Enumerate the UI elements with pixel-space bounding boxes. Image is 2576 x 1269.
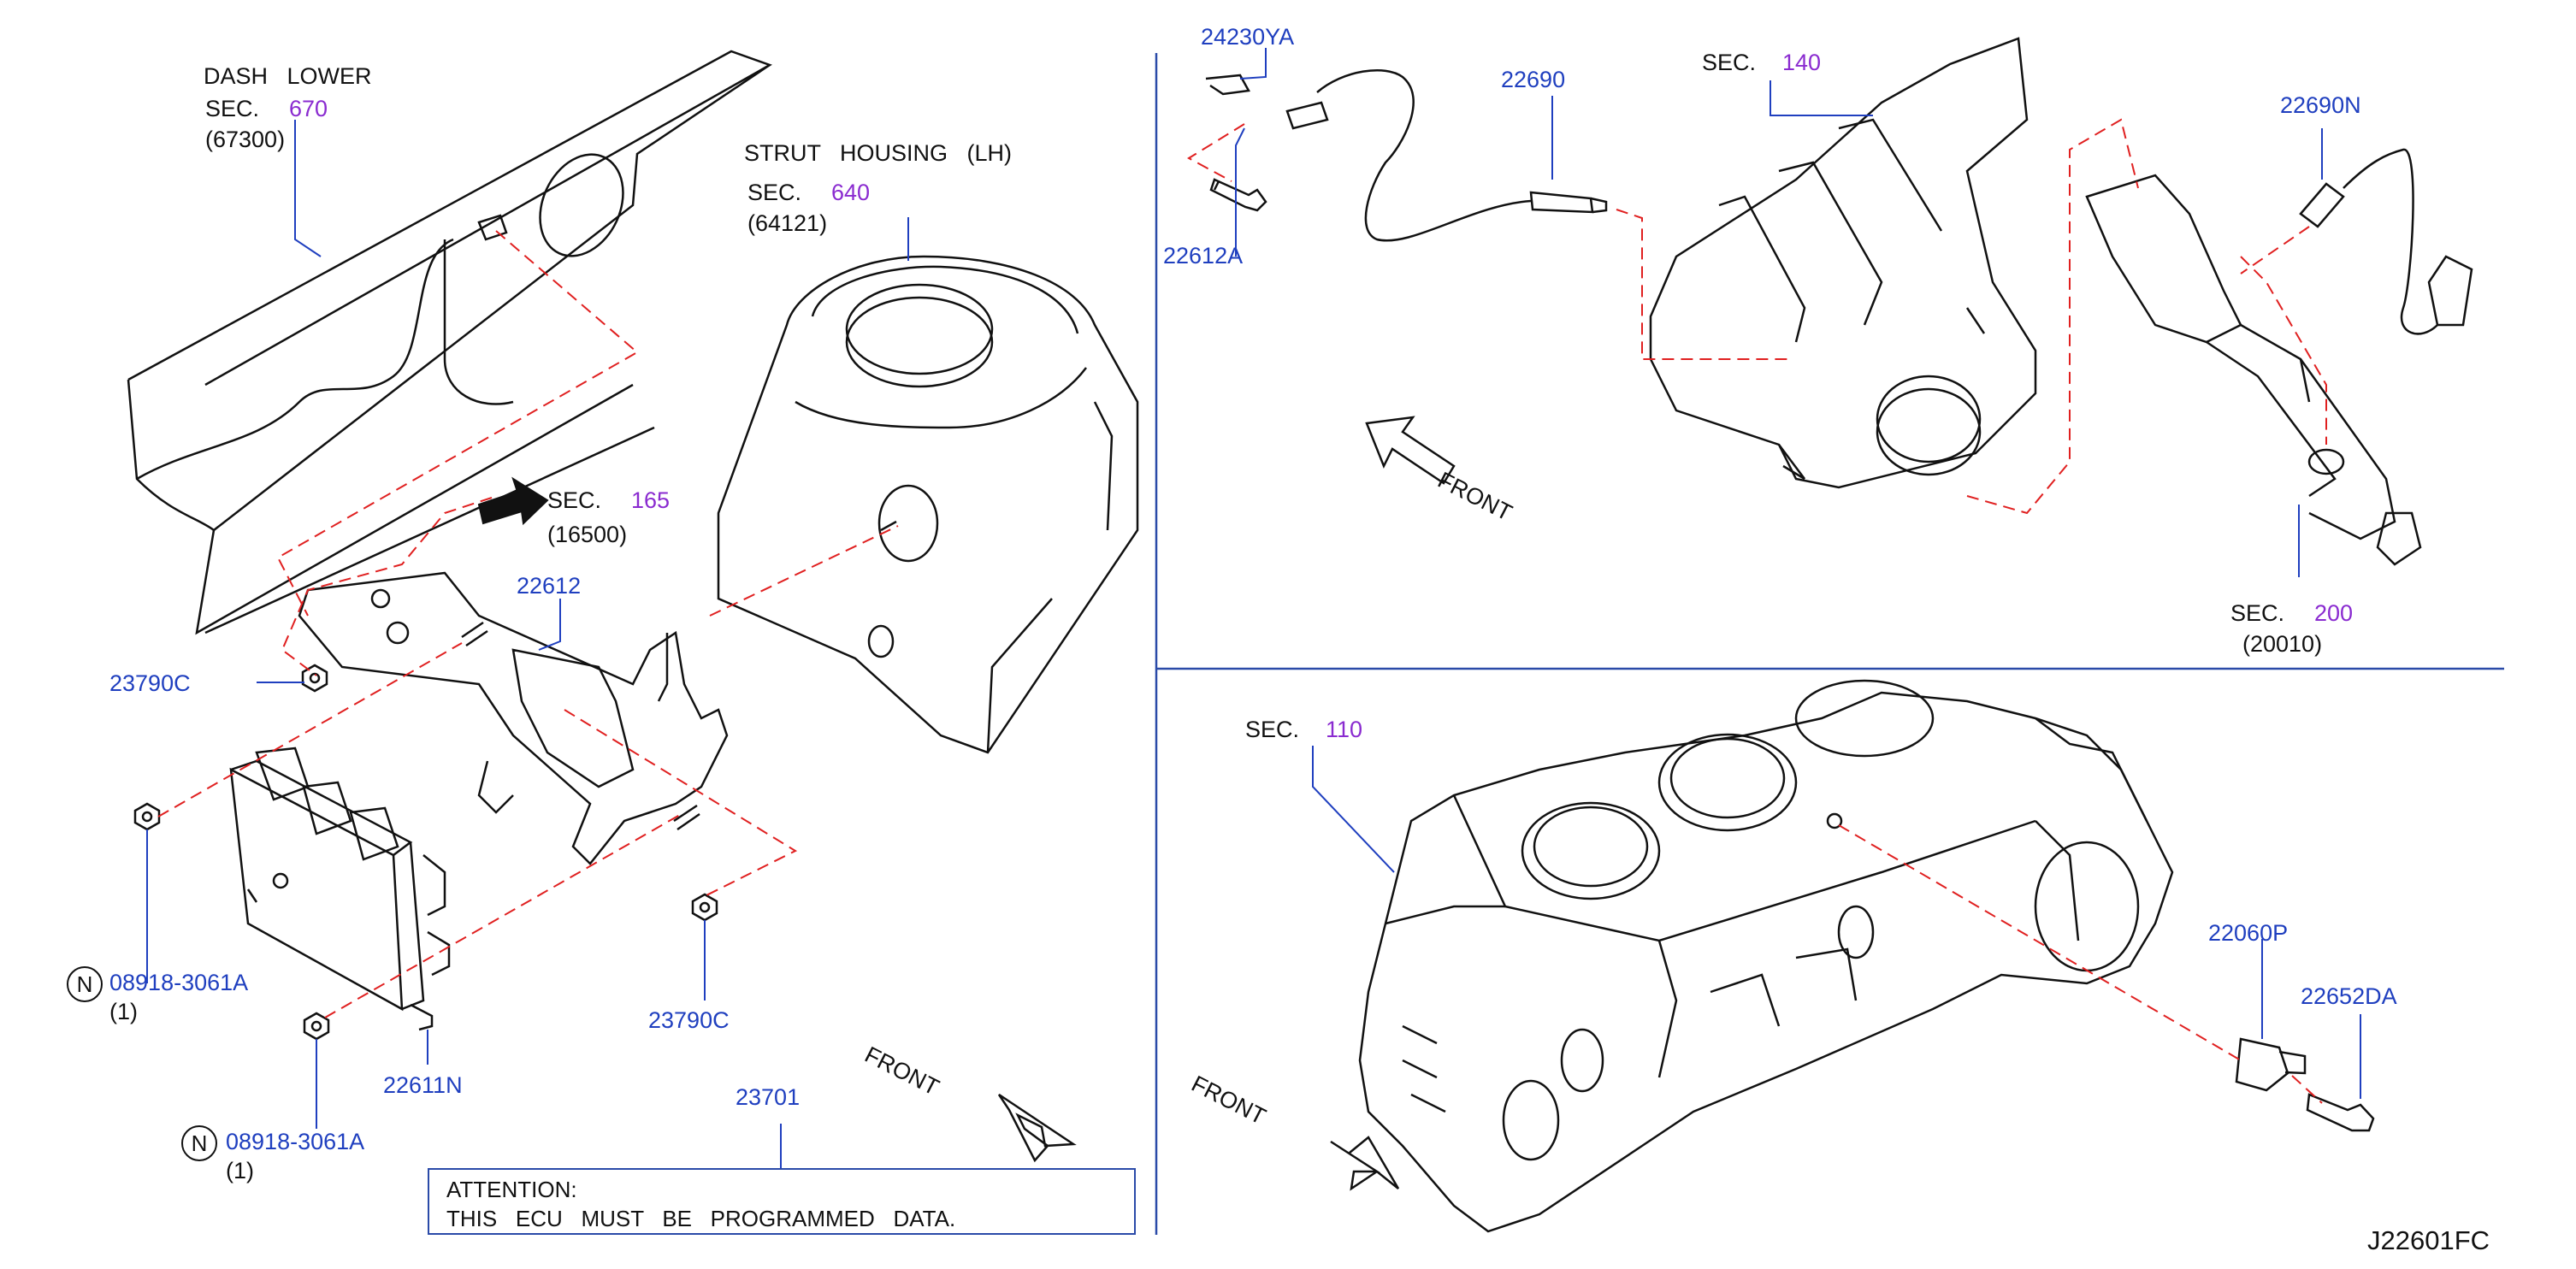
strut-housing — [717, 255, 1139, 754]
nuts-left — [133, 664, 718, 1041]
part-22611n[interactable]: 22611N — [383, 1072, 463, 1098]
catalytic-converter — [2085, 174, 2422, 566]
part-23790c-left[interactable]: 23790C — [109, 670, 191, 696]
strut-housing-title: STRUT HOUSING (LH) — [744, 140, 1013, 166]
front-arrow-2 — [1365, 416, 1456, 485]
ecu-unit — [229, 747, 451, 1031]
oxygen-sensor-22690 — [1205, 68, 1608, 242]
sec140-label: SEC. — [1702, 50, 1757, 75]
leaders-top-right — [1235, 48, 2323, 577]
strut-sec-link[interactable]: 640 — [831, 180, 871, 205]
part-22612a[interactable]: 22612A — [1163, 243, 1244, 269]
bolt-22612A — [1209, 178, 1267, 212]
qty-08918-upper: (1) — [109, 999, 138, 1024]
sec165-label: SEC. — [547, 487, 602, 513]
panel-dividers — [1155, 53, 2504, 1235]
dash-lower-sec: SEC. — [205, 96, 260, 121]
qty-08918-lower: (1) — [226, 1158, 254, 1183]
part-22690n[interactable]: 22690N — [2280, 92, 2361, 118]
part-08918-3061a-lower[interactable]: 08918-3061A — [226, 1129, 365, 1154]
attention-title: ATTENTION: — [446, 1177, 577, 1202]
part-24230ya[interactable]: 24230YA — [1201, 24, 1295, 50]
part-23790c-right[interactable]: 23790C — [648, 1007, 730, 1033]
part-22652da[interactable]: 22652DA — [2301, 983, 2397, 1009]
attention-text: THIS ECU MUST BE PROGRAMMED DATA. — [446, 1206, 956, 1231]
sec200-label: SEC. — [2230, 600, 2285, 626]
part-22612[interactable]: 22612 — [517, 573, 582, 599]
sec165-code: (16500) — [547, 522, 628, 547]
ecu-bracket — [298, 571, 729, 865]
sec110-link[interactable]: 110 — [1326, 717, 1363, 742]
dash-lower-code: (67300) — [205, 127, 286, 152]
dash-lower-sec-link[interactable]: 670 — [289, 96, 328, 121]
dash-lower-title: DASH LOWER — [204, 63, 372, 89]
exhaust-manifold — [1649, 37, 2037, 489]
leaders-left — [146, 120, 909, 1168]
sec165-link[interactable]: 165 — [631, 487, 671, 513]
sec200-link[interactable]: 200 — [2314, 600, 2354, 626]
front-arrow-3 — [1330, 1136, 1400, 1191]
leaders-bottom-right — [1312, 746, 2361, 1099]
sec200-code: (20010) — [2242, 631, 2323, 657]
strut-code: (64121) — [747, 210, 828, 236]
part-08918-3061a-upper[interactable]: 08918-3061A — [109, 970, 249, 995]
sec110-label: SEC. — [1245, 717, 1300, 742]
part-22060p[interactable]: 22060P — [2208, 920, 2289, 946]
n-symbol-2: N — [181, 1125, 217, 1161]
dashed-leaders-top-right — [1187, 118, 2327, 515]
part-22690[interactable]: 22690 — [1501, 67, 1566, 92]
attention-box: ATTENTION: THIS ECU MUST BE PROGRAMMED D… — [428, 1168, 1136, 1235]
sec140-link[interactable]: 140 — [1782, 50, 1822, 75]
part-23701[interactable]: 23701 — [736, 1084, 801, 1110]
cylinder-block — [1358, 679, 2174, 1233]
dashed-leaders-bottom-right — [1838, 824, 2323, 1104]
front-arrow-1 — [997, 1093, 1077, 1163]
dash-lower-panel — [127, 50, 772, 635]
strut-sec: SEC. — [747, 180, 802, 205]
oxygen-sensor-22690N — [2299, 148, 2473, 335]
bolt-22652DA — [2306, 1093, 2375, 1132]
knock-sensor-22060P — [2235, 1037, 2307, 1092]
dashed-leaders-left — [157, 230, 899, 1018]
diagram-id: J22601FC — [2367, 1225, 2490, 1255]
sec165-arrow — [477, 476, 549, 526]
n-symbol-1: N — [67, 966, 103, 1002]
